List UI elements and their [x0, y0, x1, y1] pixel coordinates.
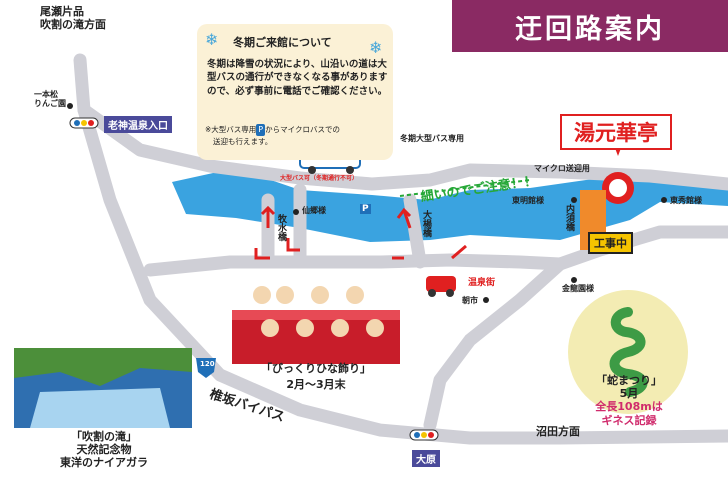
label-ookawa: 大楊橋 [421, 210, 431, 237]
snowflake-icon: ❄ [369, 38, 383, 57]
snake-length: 全長108mは [595, 400, 663, 414]
label-oze-1: 尾瀬片品 [40, 5, 84, 18]
label-senkyo: 仙郷様 [302, 206, 326, 215]
place-dots [67, 103, 667, 303]
hina-title: 「びっくりひな飾り」 [261, 362, 371, 375]
parking-marker: P [360, 204, 371, 215]
fall-sub1: 天然記念物 [76, 443, 132, 457]
label-ohara: 大原 [412, 450, 440, 467]
narrow-road-arrow [399, 179, 531, 197]
label-bokusui: 牧水橋 [276, 214, 286, 241]
label-bus-limit: 大型バス可（冬期通行不可） [280, 175, 359, 182]
route-120-shield [196, 358, 216, 378]
waterfall-caption: 「吹割の滝」 天然記念物 東洋のナイアガラ [14, 430, 194, 470]
direction-arrows [254, 205, 467, 260]
construction-badge: 工事中 [588, 232, 633, 254]
snake-record: ギネス記録 [601, 413, 657, 427]
traffic-light-onsen [69, 117, 99, 129]
fall-title: 「吹割の滝」 [71, 430, 137, 443]
label-oze-2: 吹割の滝 [40, 17, 84, 31]
label-winter-bus: 冬期大型バス専用 [400, 134, 464, 143]
label-ringo-2: りんご園 [34, 99, 66, 109]
winter-notice: ❄ ❄ 冬期ご来館について 冬期は降雪の状況により、山沿いの道は大型バスの通行が… [197, 24, 393, 160]
label-oze-dir: 方面 [84, 17, 106, 31]
hina-caption: 「びっくりひな飾り」 2月～3月末 [232, 360, 400, 392]
label-asaichi: 朝市 [462, 296, 478, 305]
label-ringo-1: 一本松 [34, 90, 58, 99]
label-oze: 尾瀬片品 吹割の滝方面 [40, 5, 106, 31]
label-ringo: 一本松 りんご園 [34, 90, 66, 108]
label-uchisuge: 内須橋 [564, 204, 574, 231]
snowflake-icon: ❄ [205, 30, 219, 49]
traffic-light-ohara [409, 429, 439, 441]
notice-note-line2: 送迎も行えます。 [213, 137, 273, 146]
label-micro: マイクロ送迎用 [534, 164, 590, 173]
page-title: 迂回路案内 [452, 0, 728, 52]
notice-note-post: からマイクロバスでの [265, 125, 340, 134]
hina-dolls [253, 286, 384, 337]
label-onsen-iriguchi: 老神温泉入口 [104, 116, 172, 133]
hotel-name: 湯元華亭 [560, 114, 672, 150]
parking-icon: P [256, 124, 266, 136]
red-car-icon [426, 276, 456, 297]
label-kinkan: 金龍園様 [562, 284, 594, 293]
fall-sub2: 東洋のナイアガラ [60, 456, 148, 470]
snake-title: 「蛇まつり」 [596, 374, 662, 387]
label-numata: 沼田方面 [536, 425, 580, 438]
notice-note-pre: ※大型バス専用 [205, 125, 257, 134]
notice-title: 冬期ご来館について [233, 36, 332, 49]
hina-date: 2月～3月末 [286, 378, 346, 391]
snake-caption: 「蛇まつり」 5月 全長108mは ギネス記録 [568, 374, 690, 427]
notice-body: 冬期は降雪の状況により、山沿いの道は大型バスの通行ができなくなる事がありますので… [207, 59, 388, 97]
label-toshu: 東秀館様 [670, 196, 702, 205]
route-number: 120 [200, 360, 215, 368]
snake-date: 5月 [619, 387, 639, 401]
label-onsen-gai: 温泉街 [468, 278, 496, 288]
snake-figure [609, 307, 648, 397]
label-tomei: 東明館様 [512, 196, 544, 205]
